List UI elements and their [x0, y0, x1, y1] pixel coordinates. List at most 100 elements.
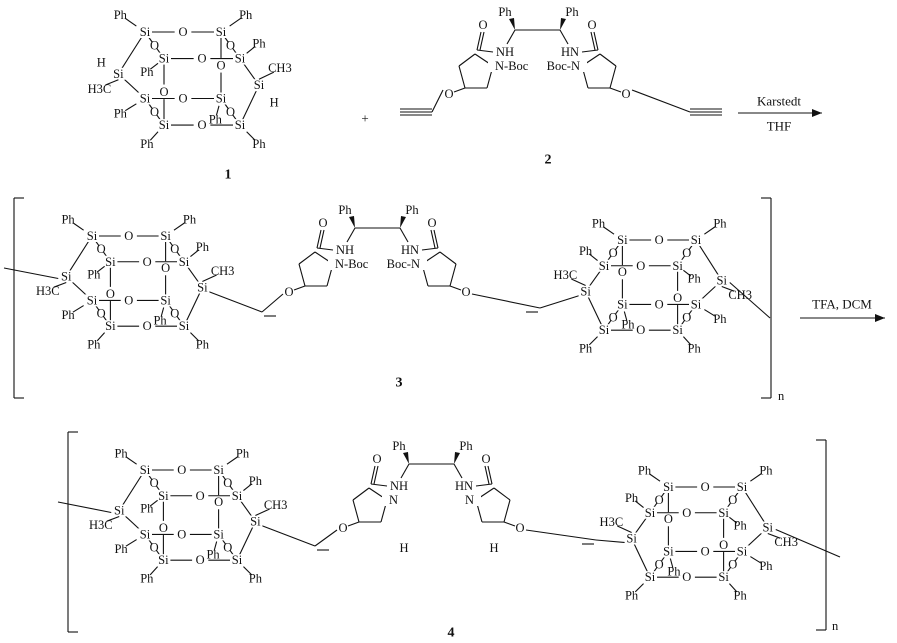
oxygen-atom: O	[97, 242, 106, 256]
silicon-atom: Si	[763, 520, 774, 534]
ring-bond	[298, 263, 306, 287]
phenyl-bond	[704, 309, 716, 317]
methyl-group: H3C	[36, 284, 60, 298]
cage-4-right: OOOOOOOOOOSiSiSiSiSiSiSiSiSiSiPhPhPhPhPh…	[600, 463, 798, 602]
oxygen-atom: O	[161, 261, 170, 275]
silicon-atom: Si	[672, 259, 683, 273]
silicon-atom: Si	[159, 52, 170, 66]
wedge-bond	[509, 18, 515, 30]
methyl-bond	[106, 515, 120, 522]
phenyl-bond	[160, 307, 165, 317]
silicon-atom: Si	[158, 553, 169, 567]
si-si-bond	[631, 538, 651, 578]
wedge-bond	[560, 18, 566, 30]
atom-mask	[214, 92, 228, 105]
silicon-atom: Si	[179, 255, 190, 269]
phenyl-bond	[190, 332, 200, 342]
oxygen-atom: O	[655, 233, 664, 247]
oxygen-atom: O	[196, 489, 205, 503]
oxygen-atom: O	[170, 242, 179, 256]
atom-mask	[195, 281, 210, 294]
phenyl-group: Ph	[498, 5, 512, 19]
atom-mask	[158, 294, 173, 307]
backbone-bond	[3, 267, 59, 280]
backbone-bond	[775, 528, 841, 558]
ring-bond	[493, 487, 511, 501]
wedge-bond	[454, 452, 460, 464]
oxygen-atom: O	[150, 105, 159, 119]
cage-3-right: OOOOOOOOOOSiSiSiSiSiSiSiSiSiSiPhPhPhPhPh…	[554, 216, 752, 355]
reaction-arrow-2: TFA, DCM	[800, 297, 885, 322]
phenyl-group: Ph	[392, 439, 406, 453]
carbonyl-bond	[430, 229, 436, 249]
methyl-bond	[721, 285, 735, 292]
phenyl-group: Ph	[114, 107, 128, 121]
silicon-atom: Si	[160, 229, 171, 243]
phenyl-group: Ph	[196, 338, 210, 352]
phenyl-bond	[243, 483, 253, 492]
atom-mask	[624, 532, 639, 545]
silicon-atom: Si	[599, 323, 610, 337]
vinyl-bond	[471, 293, 541, 309]
phenyl-group: Ph	[236, 446, 250, 460]
pyrrolidine-n: N-Boc	[495, 59, 529, 73]
phenyl-bond	[704, 226, 716, 235]
atom-mask	[156, 489, 171, 502]
carbonyl-o: O	[372, 452, 381, 466]
carbonyl-bond	[316, 229, 322, 249]
atom-mask	[138, 92, 152, 105]
silicon-atom: Si	[158, 489, 169, 503]
amide-bond	[506, 29, 516, 45]
chain-bond	[431, 89, 444, 113]
phenyl-bond	[72, 222, 84, 231]
silicon-atom: Si	[737, 544, 748, 558]
phenyl-group: Ph	[713, 312, 727, 326]
methyl-group: CH3	[774, 535, 798, 549]
atom-mask	[230, 489, 244, 502]
phenyl-bond	[215, 105, 220, 116]
phenyl-group: Ph	[688, 342, 702, 356]
silicon-atom: Si	[114, 503, 125, 517]
amide-bond	[346, 227, 356, 243]
amide-bond	[400, 463, 410, 479]
carbonyl-bond	[593, 31, 599, 51]
condition-catalyst: Karstedt	[757, 94, 801, 109]
silicon-atom: Si	[140, 463, 151, 477]
atom-mask	[417, 258, 427, 270]
repeat-n: n	[778, 389, 785, 403]
amide-bond	[421, 247, 439, 251]
carbonyl-bond	[487, 465, 493, 485]
atom-mask	[103, 255, 118, 268]
amide-bond	[316, 247, 334, 251]
amide-bond	[475, 483, 493, 487]
wedge-bond	[403, 452, 409, 464]
methyl-bond	[617, 525, 632, 534]
oxygen-atom: O	[701, 480, 710, 494]
atom-mask	[716, 506, 731, 519]
phenyl-group: Ph	[405, 203, 419, 217]
phenyl-group: Ph	[688, 272, 702, 286]
atom-mask	[661, 481, 676, 493]
vinyl-bond	[261, 293, 284, 313]
carbonyl-bond	[373, 465, 379, 485]
oxygen-atom: O	[226, 105, 235, 119]
carbonyl-bond	[319, 229, 325, 249]
methyl-group: H3C	[554, 268, 578, 282]
amide-nh: NH	[496, 45, 514, 59]
silicon-atom: Si	[232, 553, 243, 567]
phenyl-group: Ph	[759, 559, 773, 573]
oxygen-atom: O	[682, 246, 691, 260]
silicon-atom: Si	[105, 319, 116, 333]
phenyl-bond	[588, 253, 598, 262]
phenyl-bond	[213, 541, 218, 551]
methyl-bond	[767, 532, 781, 539]
ring-bond	[503, 499, 511, 523]
amide-nh: NH	[390, 479, 408, 493]
ether-bond	[293, 285, 306, 291]
phenyl-bond	[602, 226, 615, 235]
phenyl-group: Ph	[565, 5, 579, 19]
